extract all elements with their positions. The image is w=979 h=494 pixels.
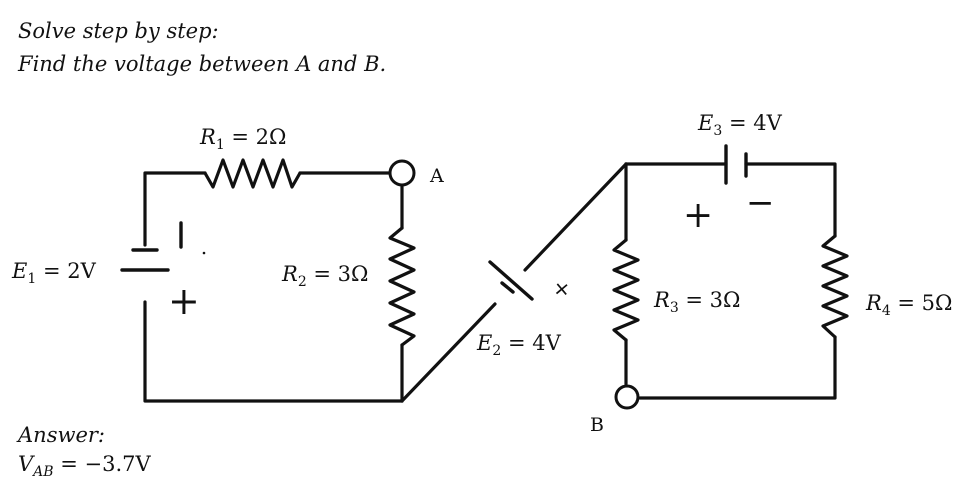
r4-label: R4 = 5Ω [865, 291, 952, 319]
e1-label: E1 = 2V [11, 259, 97, 287]
answer-value: VAB = −3.7V [18, 452, 152, 480]
e1-battery [120, 221, 206, 272]
answer-label: Answer: [16, 423, 105, 447]
r2-label: R2 = 3Ω [281, 262, 368, 290]
e3-label: E3 = 4V [697, 111, 783, 139]
r3-resistor [612, 238, 640, 342]
e3-minus: − [746, 183, 775, 223]
r2-resistor [388, 226, 416, 347]
node-b-label: B [590, 414, 604, 436]
e3-battery [724, 144, 748, 185]
e1-plus: + [168, 279, 200, 323]
e2-battery [488, 260, 534, 301]
node-b [614, 384, 640, 410]
node-a-label: A [429, 165, 444, 187]
node-a [388, 159, 416, 187]
e2-label: E2 = 4V [476, 331, 562, 359]
right-loop-wires [624, 162, 837, 400]
problem-line-1: Solve step by step: [18, 19, 219, 43]
connector-wires [400, 162, 628, 403]
problem-line-2: Find the voltage between A and B. [17, 52, 386, 76]
r1-resistor [203, 158, 302, 189]
e2-plus: + [547, 274, 577, 305]
e3-plus: + [683, 195, 713, 236]
r3-label: R3 = 3Ω [653, 288, 740, 316]
r1-label: R1 = 2Ω [199, 125, 286, 153]
left-loop-wires [143, 171, 404, 403]
r4-resistor [821, 234, 849, 339]
